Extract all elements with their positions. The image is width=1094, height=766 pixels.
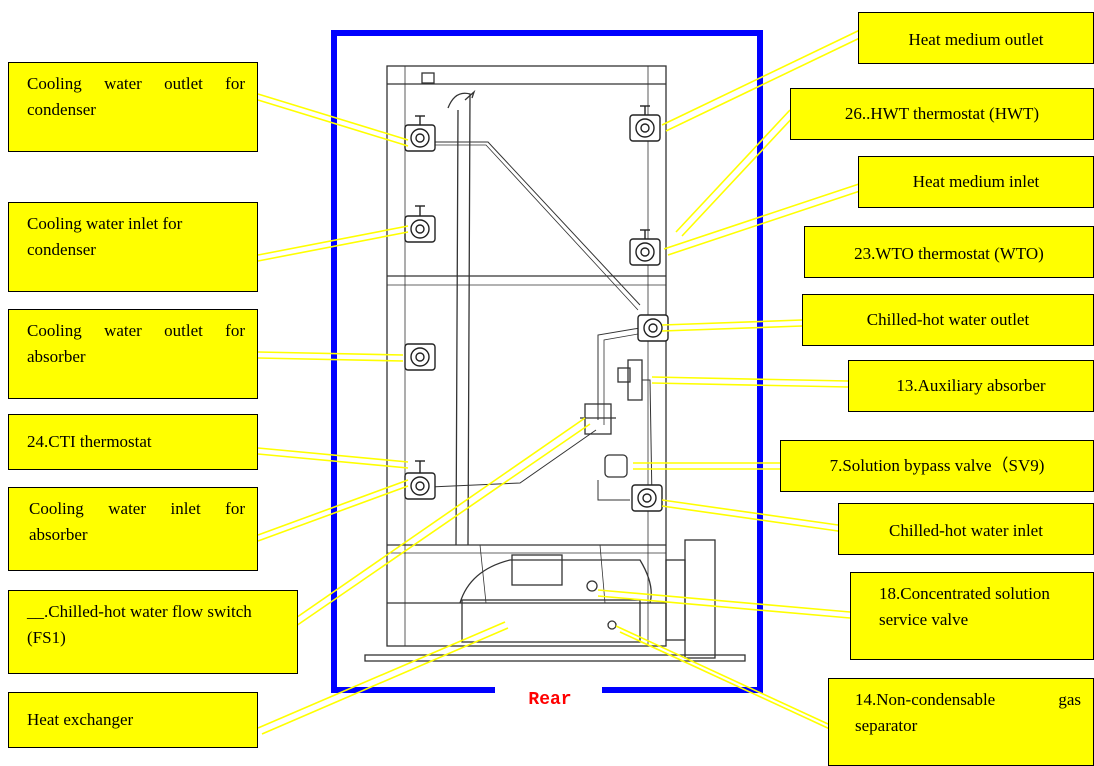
label-wto-thermostat: 23.WTO thermostat (WTO) (804, 226, 1094, 278)
label-non-condensable-gas-separator: 14.Non-condensable gas separator (828, 678, 1094, 766)
machine-body (364, 65, 746, 662)
label-cooling-water-inlet-absorber: Cooling water inlet for absorber (8, 487, 258, 571)
label-cooling-water-outlet-condenser: Cooling water outlet for condenser (8, 62, 258, 152)
nozzle-hm-out (629, 105, 661, 142)
rear-label: Rear (528, 690, 572, 710)
label-heat-medium-inlet: Heat medium inlet (858, 156, 1094, 208)
nozzle-hm-in (629, 229, 661, 266)
label-auxiliary-absorber: 13.Auxiliary absorber (848, 360, 1094, 412)
label-cti-thermostat: 24.CTI thermostat (8, 414, 258, 470)
label-hwt-thermostat: 26..HWT thermostat (HWT) (790, 88, 1094, 140)
label-heat-exchanger: Heat exchanger (8, 692, 258, 748)
label-chilled-hot-water-inlet: Chilled-hot water inlet (838, 503, 1094, 555)
nozzle-group (404, 105, 669, 512)
label-cooling-water-outlet-absorber: Cooling water outlet for absorber (8, 309, 258, 399)
nozzle-cw-in-cond (404, 205, 436, 243)
label-chilled-hot-water-outlet: Chilled-hot water outlet (802, 294, 1094, 346)
nozzle-cw-out-abs (404, 343, 436, 371)
nozzle-chw-out (637, 314, 669, 342)
nozzle-cw-in-abs (404, 460, 436, 500)
label-solution-bypass-valve-sv9: 7.Solution bypass valve（SV9) (780, 440, 1094, 492)
label-cooling-water-inlet-condenser: Cooling water inlet for condenser (8, 202, 258, 292)
label-concentrated-solution-service-valve: 18.Concentrated solution service valve (850, 572, 1094, 660)
label-heat-medium-outlet: Heat medium outlet (858, 12, 1094, 64)
nozzle-chw-in (631, 484, 663, 512)
enclosure-frame (331, 30, 763, 693)
label-flow-switch-fs1: __.Chilled-hot water flow switch (FS1) (8, 590, 298, 674)
nozzle-cw-out-cond (404, 115, 436, 152)
leader-lines (257, 28, 867, 735)
